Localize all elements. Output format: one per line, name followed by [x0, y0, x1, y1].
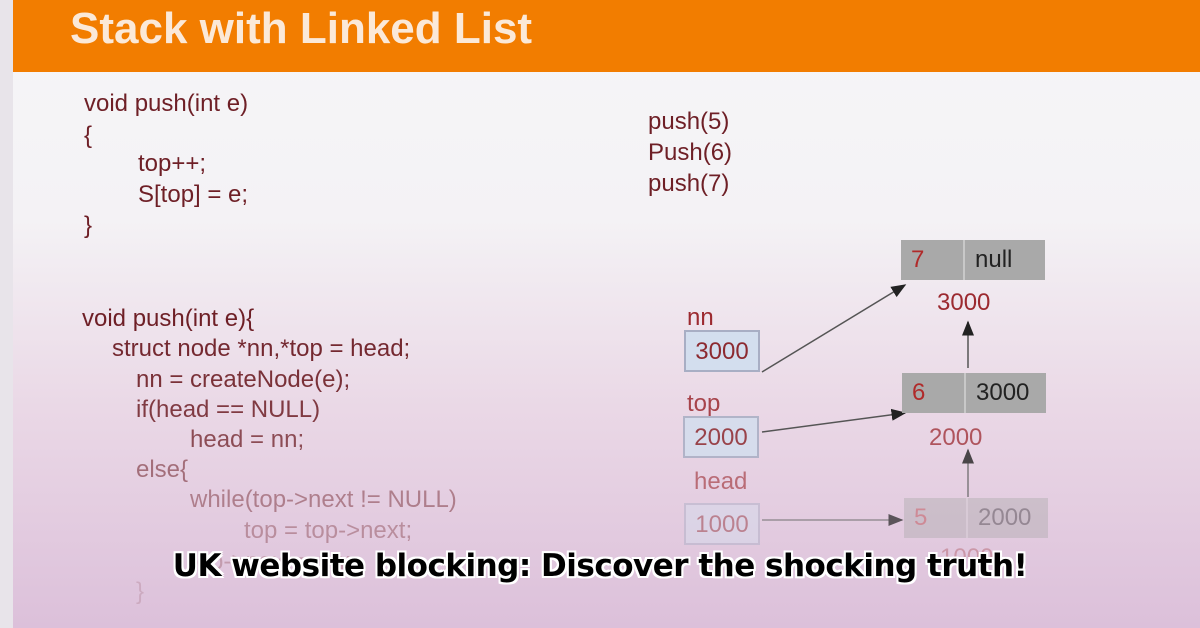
node-next: 3000 [976, 379, 1030, 406]
arrow-top [761, 408, 907, 433]
pointer-box-nn: 3000 [684, 330, 760, 372]
code-line: while(top->next != NULL) [190, 486, 457, 513]
node-6: 6 3000 [902, 373, 1046, 413]
pointer-box-head: 1000 [684, 503, 760, 545]
code-line: } [84, 212, 93, 239]
pointer-box-top: 2000 [683, 416, 759, 458]
code-line: void push(int e) [84, 90, 249, 117]
code-line: else{ [136, 456, 189, 483]
code-line: top++; [138, 150, 207, 177]
node-next: null [975, 246, 1013, 273]
operation: Push(6) [648, 139, 733, 166]
pointer-label-nn: nn [687, 304, 714, 331]
code-line: nn = createNode(e); [136, 366, 351, 393]
slide-header [13, 0, 1200, 72]
node-data: 6 [902, 373, 966, 413]
operation: push(5) [648, 108, 730, 135]
node-address: 2000 [929, 424, 983, 451]
video-caption: UK website blocking: Discover the shocki… [172, 548, 1028, 584]
node-address: 1000 [940, 544, 994, 571]
pointer-label-top: top [687, 390, 721, 417]
code-line: S[top] = e; [138, 181, 249, 208]
code-line: head = nn; [190, 426, 305, 453]
node-5: 5 2000 [904, 498, 1048, 538]
code-line: { [84, 122, 93, 149]
arrow-nn [761, 284, 907, 373]
code-line: void push(int e){ [82, 305, 255, 332]
pointer-label-head: head [694, 468, 748, 495]
node-data: 7 [901, 240, 965, 280]
operation: push(7) [648, 170, 730, 197]
node-address: 3000 [937, 289, 991, 316]
slide-title: Stack with Linked List [70, 4, 533, 53]
slide-edge [0, 0, 13, 628]
node-data: 5 [904, 498, 968, 538]
code-line: top->next = nn; [190, 548, 352, 575]
code-line: top = top->next; [244, 517, 413, 544]
node-7: 7 null [901, 240, 1045, 280]
node-next: 2000 [978, 504, 1032, 531]
code-line: if(head == NULL) [136, 396, 321, 423]
code-line: struct node *nn,*top = head; [112, 335, 411, 362]
code-line: } [136, 578, 145, 605]
